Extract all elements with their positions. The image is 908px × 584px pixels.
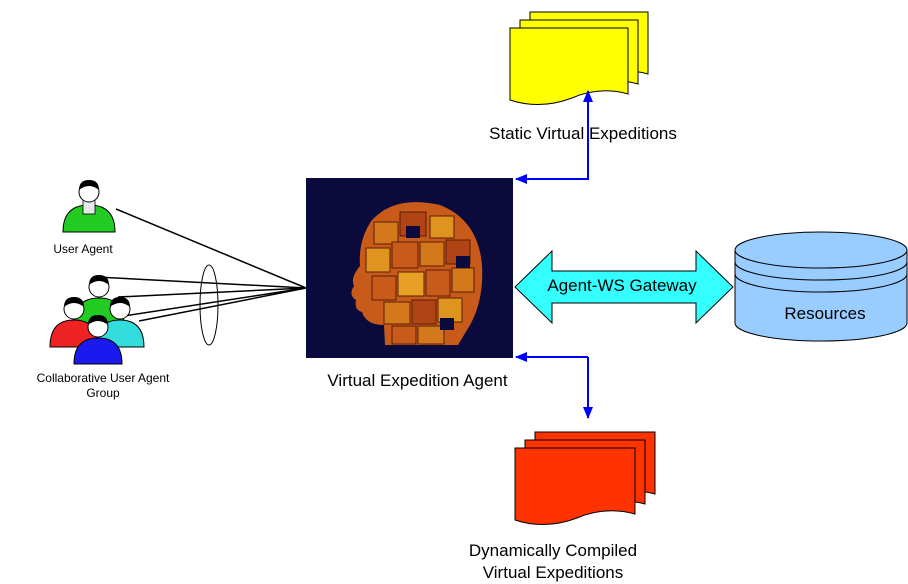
- collaborative-group-label-line1: Collaborative User Agent: [36, 371, 170, 385]
- gateway-double-arrow: [514, 249, 734, 325]
- gateway-label: Agent-WS Gateway: [547, 276, 697, 295]
- resources-database-icon: [734, 231, 908, 342]
- collaborative-group-label-line2: Group: [86, 386, 120, 400]
- resources-label: Resources: [784, 304, 866, 323]
- collaborative-group-label: Collaborative User Agent Group: [0, 371, 206, 401]
- dynamic-expeditions-label: Dynamically Compiled Virtual Expeditions: [418, 540, 688, 584]
- group-association-ellipse: [199, 264, 219, 346]
- agent-puzzle-head-image: [306, 178, 513, 358]
- dynamic-expeditions-docs-icon: [514, 431, 656, 526]
- user-connection-lines: [95, 208, 307, 322]
- static-expeditions-docs-icon: [509, 11, 649, 106]
- static-expeditions-label: Static Virtual Expeditions: [489, 124, 677, 143]
- dynamic-expeditions-label-line1: Dynamically Compiled: [468, 541, 638, 560]
- group-member-green-icon: [73, 275, 125, 326]
- user-agent-label: User Agent: [53, 242, 113, 256]
- group-member-red-icon: [49, 297, 99, 348]
- dynamic-expeditions-label-line2: Virtual Expeditions: [482, 563, 624, 582]
- user-agent-icon: [62, 180, 116, 233]
- collaborative-group-icon: [49, 275, 145, 365]
- agent-label: Virtual Expedition Agent: [327, 371, 508, 390]
- group-member-blue-icon: [73, 315, 123, 365]
- static-to-agent-arrow: [515, 150, 589, 184]
